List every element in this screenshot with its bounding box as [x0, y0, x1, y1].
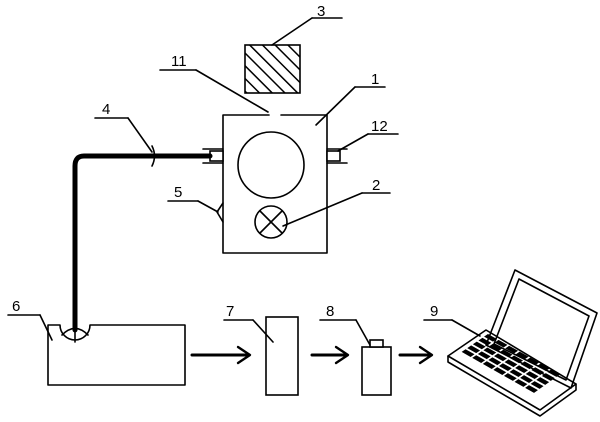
unit-7: 7: [223, 303, 299, 396]
laptop-key: [515, 365, 528, 374]
fiber: 4: [72, 101, 213, 333]
sensor-tank-body: [47, 324, 186, 386]
laptop-key: [484, 334, 497, 342]
leader-11: [195, 69, 269, 113]
laptop-key: [478, 337, 492, 346]
label-5: 5: [174, 184, 182, 201]
laptop-key: [510, 355, 524, 364]
left-port: [202, 148, 224, 164]
arrow-right-icon: [310, 345, 350, 365]
leader-6: [39, 314, 53, 341]
lamp-x-icon: [254, 205, 288, 239]
valve: 5: [167, 184, 224, 223]
label-4: 4: [102, 101, 110, 118]
leader-3: [271, 17, 313, 46]
laptop-key: [494, 339, 508, 348]
laptop-key: [526, 357, 540, 366]
leader-1: [315, 86, 356, 126]
laptop-key: [509, 369, 523, 377]
laptop-key: [505, 345, 519, 354]
chamber-sample-circle: [237, 131, 305, 199]
arrow-right-icon: [398, 345, 434, 365]
leader-12: [337, 133, 369, 152]
laptop-key: [482, 361, 496, 369]
leader-8: [355, 319, 371, 346]
laptop-key: [489, 343, 502, 352]
laptop-key: [536, 363, 550, 372]
laptop-key: [504, 359, 518, 368]
laptop-key: [498, 363, 512, 372]
laptop-key: [488, 357, 502, 366]
laptop-key: [472, 341, 486, 350]
laptop-key: [547, 369, 561, 377]
leader-9: [451, 319, 481, 337]
leader-7: [252, 319, 274, 343]
laptop-key: [503, 373, 517, 381]
laptop-key: [520, 361, 534, 370]
right-port: 12: [326, 118, 399, 164]
chamber-body: [222, 114, 328, 254]
unit-8-box: [361, 346, 392, 396]
label-6: 6: [12, 298, 20, 315]
label-3: 3: [317, 3, 325, 20]
label-8: 8: [326, 303, 334, 320]
hatched-block-icon: [244, 44, 301, 94]
laptop-base: [447, 329, 577, 411]
arrow-right-icon: [190, 345, 252, 365]
laptop-key: [520, 375, 533, 383]
laptop-key: [514, 379, 528, 387]
opening-callout: 11: [159, 53, 269, 113]
laptop-keyboard: [461, 334, 561, 393]
laptop-key: [494, 353, 507, 362]
laptop-key: [525, 371, 539, 379]
laptop-screen-frame: [485, 269, 598, 389]
laptop-key: [477, 351, 491, 360]
label-2: 2: [372, 177, 380, 194]
label-9: 9: [430, 303, 438, 320]
chamber: 1 2: [222, 71, 391, 254]
label-1: 1: [371, 71, 379, 88]
laptop-icon: 9: [423, 269, 598, 417]
laptop-key: [472, 355, 486, 363]
laptop-key: [541, 373, 555, 381]
unit-7-box: [265, 316, 299, 396]
laptop-key: [530, 381, 544, 389]
label-7: 7: [226, 303, 234, 320]
label-11: 11: [171, 53, 187, 70]
laptop-key: [499, 349, 513, 358]
laptop-key: [531, 367, 545, 376]
sensor-tank: 6: [7, 298, 186, 386]
top-block: 3: [244, 3, 343, 94]
right-port-connector: [326, 150, 341, 162]
laptop-key: [493, 367, 507, 375]
laptop-key: [536, 377, 550, 385]
laptop-key: [525, 385, 538, 393]
label-12: 12: [371, 118, 388, 135]
fiber-clamp-mark: [151, 145, 156, 167]
unit-8: 8: [319, 303, 392, 396]
leader-5: [197, 200, 219, 213]
laptop-key: [483, 347, 497, 356]
laptop-key: [515, 351, 529, 360]
unit-8-cap: [369, 339, 384, 348]
leader-4: [127, 117, 153, 153]
laptop-key: [467, 345, 481, 354]
laptop-base-edge: [447, 355, 577, 417]
fiber-cable: [72, 153, 213, 333]
laptop-key: [461, 349, 475, 357]
leader-2: [282, 192, 363, 227]
